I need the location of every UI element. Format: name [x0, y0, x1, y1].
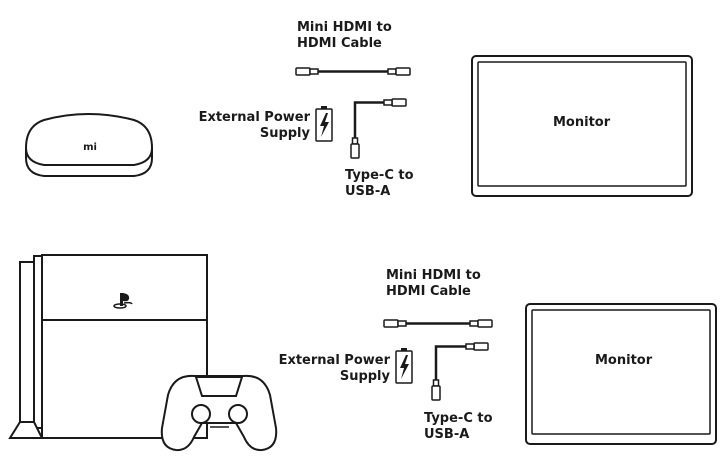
hdmi-cable-label-line1: Mini HDMI to	[297, 20, 392, 35]
battery-icon-top	[315, 106, 333, 142]
power-label-line1: External Power	[198, 110, 310, 125]
hdmi-cable-label-bottom: Mini HDMI to HDMI Cable	[386, 268, 481, 300]
power-supply-label-top: External Power Supply	[196, 110, 310, 142]
hdmi-cable-bottom	[383, 319, 493, 328]
usb-label-line1: Type-C to	[424, 411, 493, 426]
usb-cable-label-bottom: Type-C to USB-A	[424, 411, 493, 443]
hdmi-cable-label-line2: HDMI Cable	[297, 36, 382, 51]
monitor-label-top: Monitor	[553, 115, 611, 130]
usb-cable-bottom	[431, 342, 489, 401]
hdmi-cable-top	[295, 67, 411, 76]
battery-icon-bottom	[395, 348, 413, 384]
hdmi-cable-label-top: Mini HDMI to HDMI Cable	[297, 20, 392, 52]
playstation-console	[8, 254, 208, 439]
monitor-top	[471, 55, 693, 197]
gamepad-icon	[160, 374, 278, 452]
power-supply-label-bottom: External Power Supply	[276, 353, 390, 385]
hdmi-cable-label-line2: HDMI Cable	[386, 284, 471, 299]
monitor-label-bottom: Monitor	[595, 353, 653, 368]
mi-logo: mi	[83, 142, 97, 153]
power-label-line1: External Power	[278, 353, 390, 368]
usb-label-line1: Type-C to	[345, 168, 414, 183]
power-label-line2: Supply	[339, 369, 390, 384]
usb-label-line2: USB-A	[345, 184, 391, 199]
usb-cable-label-top: Type-C to USB-A	[345, 168, 414, 200]
usb-label-line2: USB-A	[424, 427, 470, 442]
usb-cable-top	[350, 98, 407, 159]
hdmi-cable-label-line1: Mini HDMI to	[386, 268, 481, 283]
monitor-bottom	[525, 303, 717, 445]
power-label-line2: Supply	[259, 126, 310, 141]
mi-box-device	[24, 113, 154, 177]
playstation-logo	[113, 293, 133, 309]
